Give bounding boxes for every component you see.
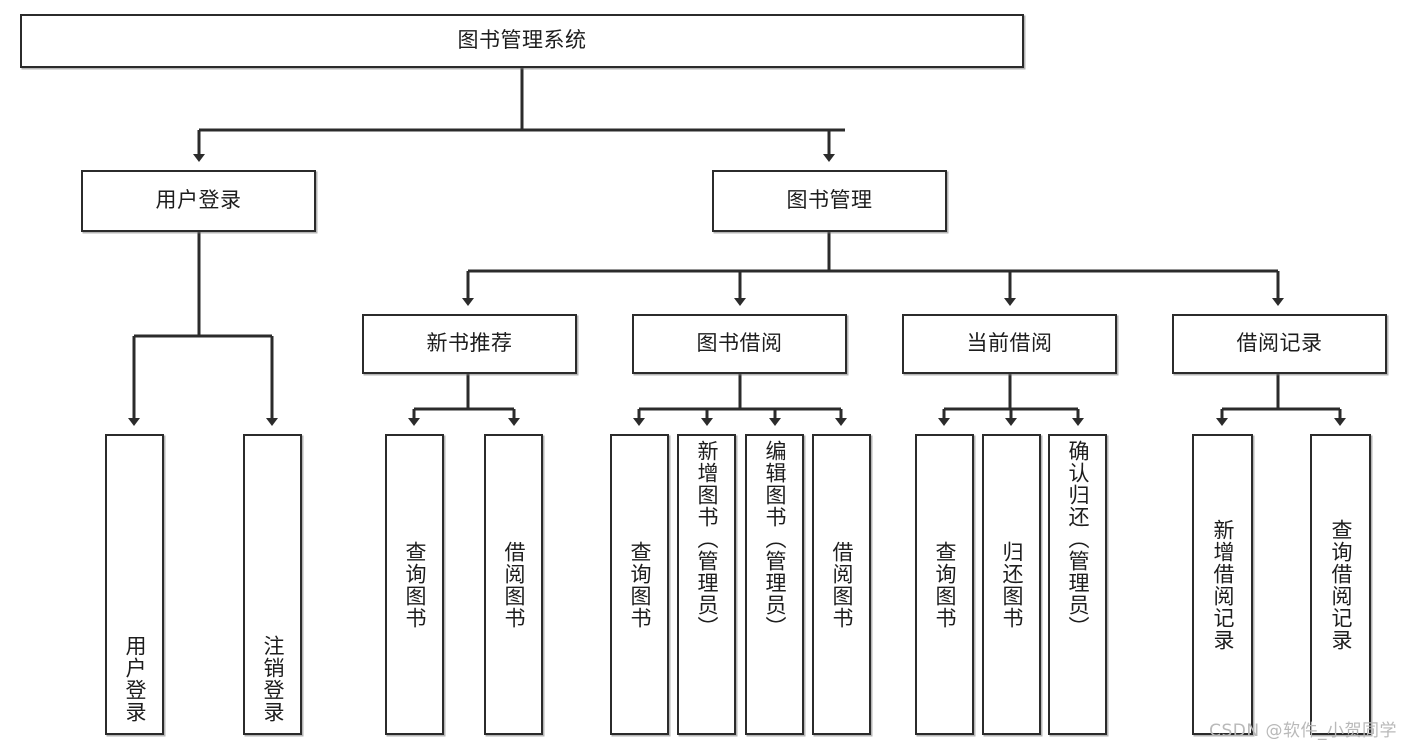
node-book-management[interactable]: 图书管理	[712, 170, 947, 232]
node-leaf-add-book-admin[interactable]: 新增图书（管理员）	[677, 434, 736, 735]
node-book-management-label: 图书管理	[786, 188, 873, 213]
node-new-book-recommend-label: 新书推荐	[426, 331, 513, 356]
node-borrow-record[interactable]: 借阅记录	[1172, 314, 1387, 374]
node-leaf-return-book[interactable]: 归还图书	[982, 434, 1041, 735]
node-leaf-query-book-2[interactable]: 查询图书	[610, 434, 669, 735]
node-leaf-query-book-3[interactable]: 查询图书	[915, 434, 974, 735]
node-current-borrow-label: 当前借阅	[966, 331, 1053, 356]
node-leaf-query-book-1-label: 查询图书	[402, 540, 427, 629]
node-leaf-add-borrow-record[interactable]: 新增借阅记录	[1192, 434, 1253, 735]
node-leaf-return-book-label: 归还图书	[999, 540, 1024, 629]
node-book-borrow-label: 图书借阅	[696, 331, 783, 356]
node-leaf-query-borrow-record-label: 查询借阅记录	[1328, 518, 1353, 651]
node-leaf-borrow-book-1-label: 借阅图书	[501, 540, 526, 629]
node-leaf-confirm-return-admin[interactable]: 确认归还（管理员）	[1048, 434, 1107, 735]
node-leaf-user-login[interactable]: 用户登录	[105, 434, 164, 735]
node-new-book-recommend[interactable]: 新书推荐	[362, 314, 577, 374]
node-leaf-user-login-label: 用户登录	[122, 635, 147, 723]
node-leaf-edit-book-admin-label: 编辑图书（管理员）	[762, 440, 787, 638]
node-root-label: 图书管理系统	[457, 28, 587, 53]
node-leaf-borrow-book-2[interactable]: 借阅图书	[812, 434, 871, 735]
node-leaf-add-book-admin-label: 新增图书（管理员）	[694, 440, 719, 638]
node-user-login[interactable]: 用户登录	[81, 170, 316, 232]
node-leaf-add-borrow-record-label: 新增借阅记录	[1210, 518, 1235, 651]
node-leaf-logout-login[interactable]: 注销登录	[243, 434, 302, 735]
node-leaf-query-book-3-label: 查询图书	[932, 540, 957, 629]
node-book-borrow[interactable]: 图书借阅	[632, 314, 847, 374]
node-borrow-record-label: 借阅记录	[1236, 331, 1323, 356]
node-leaf-query-book-1[interactable]: 查询图书	[385, 434, 444, 735]
node-root[interactable]: 图书管理系统	[20, 14, 1024, 68]
node-leaf-query-book-2-label: 查询图书	[627, 540, 652, 629]
node-leaf-logout-login-label: 注销登录	[260, 635, 285, 723]
node-leaf-confirm-return-admin-label: 确认归还（管理员）	[1065, 440, 1090, 638]
node-leaf-borrow-book-1[interactable]: 借阅图书	[484, 434, 543, 735]
node-user-login-label: 用户登录	[155, 188, 242, 213]
node-leaf-query-borrow-record[interactable]: 查询借阅记录	[1310, 434, 1371, 735]
node-current-borrow[interactable]: 当前借阅	[902, 314, 1117, 374]
node-leaf-edit-book-admin[interactable]: 编辑图书（管理员）	[745, 434, 804, 735]
watermark-text: CSDN @软件_小贺同学	[1209, 721, 1397, 741]
node-leaf-borrow-book-2-label: 借阅图书	[829, 540, 854, 629]
